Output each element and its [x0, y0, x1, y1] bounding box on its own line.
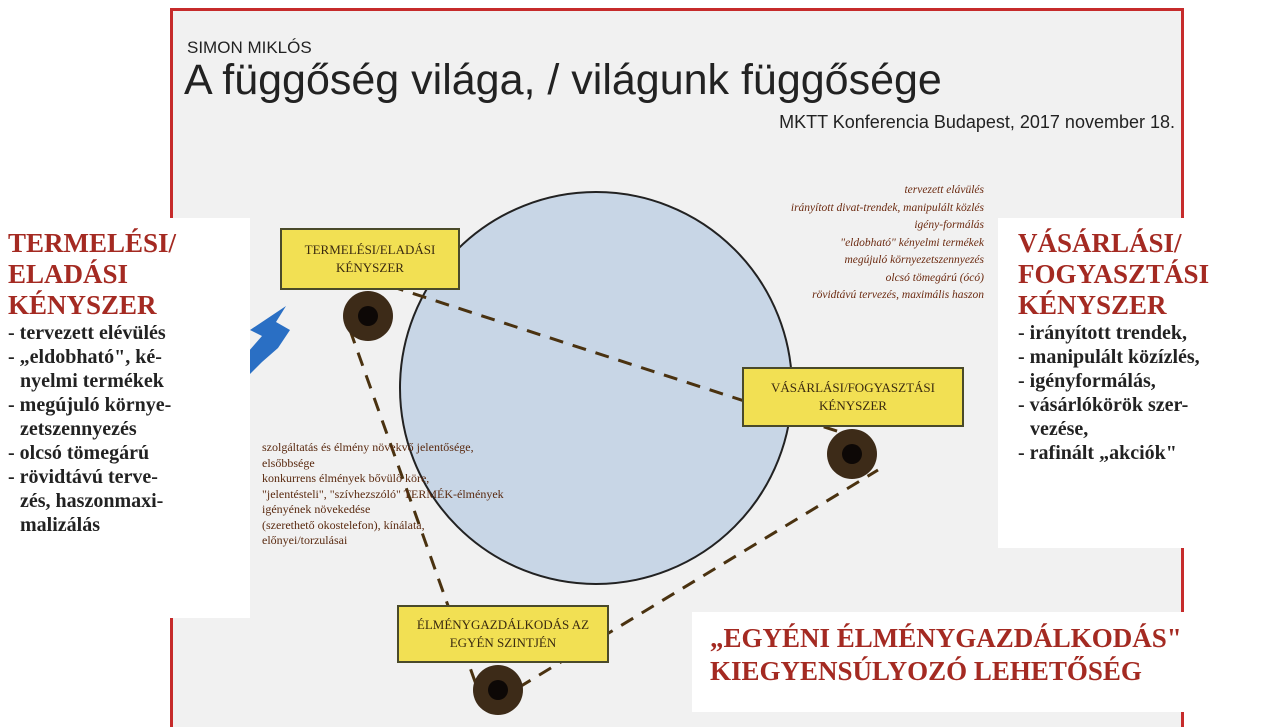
right-panel-item: - igényformálás,	[1018, 370, 1156, 392]
left-panel-item: - megújuló környe-	[8, 394, 172, 416]
left-panel-heading: KÉNYSZER	[8, 290, 157, 320]
right-panel-item: vezése,	[1030, 418, 1089, 440]
left-panel-item: malizálás	[20, 514, 100, 536]
right-panel-item: - manipulált közízlés,	[1018, 346, 1200, 368]
bullet-line: olcsó tömegárú (ócó)	[885, 271, 984, 284]
left-panel-item: zés, haszonmaxi-	[20, 490, 164, 512]
left-panel-item: - „eldobható", ké-	[8, 346, 162, 368]
bullet-line: igény-formálás	[914, 219, 984, 231]
bottom-panel-line: KIEGYENSÚLYOZÓ LEHETŐSÉG	[710, 656, 1142, 686]
bottom-panel-line: „EGYÉNI ÉLMÉNYGAZDÁLKODÁS"	[710, 623, 1182, 653]
eye-node-right	[827, 429, 877, 479]
bullet-line: megújuló környezetszennyezés	[844, 254, 984, 266]
description-line: előnyei/torzulásai	[262, 533, 348, 547]
left-panel-production: TERMELÉSI/ ELADÁSI KÉNYSZER - tervezett …	[0, 218, 250, 618]
bottom-panel-balance: „EGYÉNI ÉLMÉNYGAZDÁLKODÁS" KIEGYENSÚLYOZ…	[692, 612, 1212, 712]
right-panel-heading: FOGYASZTÁSI	[1018, 259, 1210, 289]
description-line: elsőbbsége	[262, 455, 315, 470]
box-production-pressure: TERMELÉSI/ELADÁSI KÉNYSZER	[280, 228, 460, 290]
slide-subtitle: MKTT Konferencia Budapest, 2017 november…	[779, 112, 1175, 132]
right-panel-item: - irányított trendek,	[1018, 322, 1188, 344]
left-panel-item: - olcsó tömegárú	[8, 442, 150, 464]
eye-node-bottom	[473, 665, 523, 715]
right-panel-heading: KÉNYSZER	[1018, 290, 1167, 320]
description-line: szolgáltatás és élmény növekvő jelentősé…	[262, 440, 474, 454]
eye-node-top	[343, 291, 393, 341]
description-line: "jelentésteli", "szívhezszóló" TERMÉK-él…	[262, 486, 504, 501]
slide-title: A függőség világa, / világunk függősége	[184, 56, 942, 104]
left-panel-heading: TERMELÉSI/	[8, 228, 177, 258]
description-line: igényének növekedése	[262, 502, 371, 516]
bullet-line: rövidtávú tervezés, maximális haszon	[812, 289, 984, 301]
left-panel-item: - rövidtávú terve-	[8, 466, 158, 488]
left-panel-heading: ELADÁSI	[8, 259, 129, 289]
circle-bullet-list: tervezett elávülés irányított divat-tren…	[791, 182, 984, 305]
description-line: (szerethető okostelefon), kínálata,	[262, 517, 425, 532]
left-panel-item: - tervezett elévülés	[8, 322, 166, 344]
right-panel-item: - rafinált „akciók"	[1018, 442, 1177, 464]
left-panel-item: nyelmi termékek	[20, 370, 164, 392]
left-panel-item: zetszennyezés	[20, 418, 137, 440]
bullet-line: irányított divat-trendek, manipulált köz…	[790, 201, 984, 214]
bullet-line: "eldobható" kényelmi termékek	[840, 236, 984, 249]
right-panel-item: - vásárlókörök szer-	[1018, 394, 1189, 416]
author-name: SIMON MIKLÓS	[187, 38, 312, 57]
bullet-line: tervezett elávülés	[904, 184, 984, 196]
right-panel-consumption: VÁSÁRLÁSI/ FOGYASZTÁSI KÉNYSZER - irányí…	[998, 218, 1270, 548]
experience-description: szolgáltatás és élmény növekvő jelentősé…	[262, 440, 504, 549]
description-line: konkurrens élmények bővülő köre,	[262, 471, 430, 485]
box-consumption-pressure: VÁSÁRLÁSI/FOGYASZTÁSI KÉNYSZER	[742, 367, 964, 427]
right-panel-heading: VÁSÁRLÁSI/	[1018, 228, 1182, 258]
box-experience-management: ÉLMÉNYGAZDÁLKODÁS AZ EGYÉN SZINTJÉN	[397, 605, 609, 663]
